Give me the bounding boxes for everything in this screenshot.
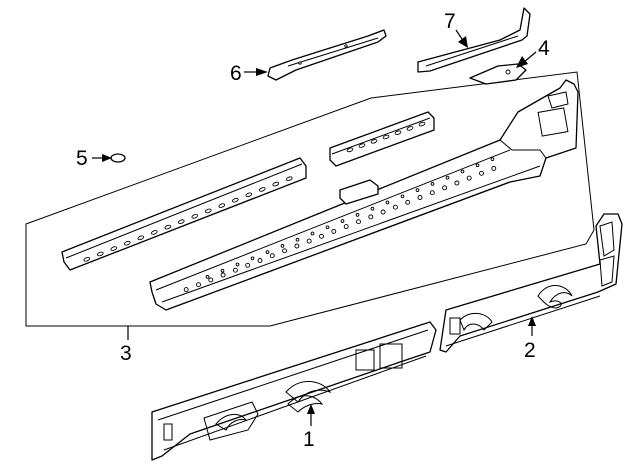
mounting-hole bbox=[294, 243, 300, 249]
mounting-hole bbox=[475, 163, 480, 168]
mounting-hole bbox=[343, 224, 349, 230]
part-7-reinforcement bbox=[417, 7, 531, 73]
assembly-boundary bbox=[25, 71, 595, 327]
mounting-hole bbox=[340, 219, 345, 223]
mounting-hole bbox=[208, 277, 214, 283]
mounting-hole bbox=[295, 237, 300, 242]
mounting-hole bbox=[232, 267, 238, 273]
mounting-hole bbox=[257, 258, 263, 263]
mounting-hole bbox=[418, 121, 426, 127]
mounting-hole bbox=[218, 203, 226, 208]
mounting-hole bbox=[319, 233, 324, 239]
mounting-hole bbox=[479, 170, 484, 176]
mounting-hole bbox=[231, 197, 239, 203]
mounting-hole bbox=[415, 188, 420, 192]
mounting-hole bbox=[430, 182, 435, 186]
upper-reinforcement-bar bbox=[329, 111, 435, 167]
mounting-hole bbox=[358, 143, 366, 148]
mounting-hole bbox=[258, 187, 266, 192]
mounting-hole bbox=[385, 200, 390, 205]
part-1-front-outer-panel bbox=[151, 321, 437, 461]
mounting-hole bbox=[110, 246, 118, 251]
mounting-hole bbox=[466, 175, 472, 181]
mounting-hole bbox=[460, 169, 465, 174]
mounting-hole bbox=[123, 240, 131, 246]
callout-1: 1 bbox=[303, 428, 315, 451]
callout-7: 7 bbox=[444, 10, 456, 33]
part-2-rear-outer-panel bbox=[439, 213, 623, 353]
mounting-hole bbox=[310, 231, 315, 236]
mounting-hole bbox=[400, 194, 405, 199]
mounting-hole bbox=[445, 175, 450, 180]
mounting-hole bbox=[491, 165, 497, 171]
mounting-hole bbox=[346, 147, 354, 153]
mounting-hole bbox=[370, 206, 375, 211]
mounting-hole bbox=[250, 256, 255, 261]
mounting-hole bbox=[370, 139, 378, 144]
mounting-hole bbox=[235, 262, 240, 267]
mounting-hole bbox=[417, 195, 423, 200]
mounting-hole bbox=[392, 204, 398, 210]
mounting-hole bbox=[245, 192, 253, 198]
mounting-hole bbox=[191, 214, 199, 219]
mounting-hole bbox=[454, 180, 460, 186]
mounting-hole bbox=[205, 275, 210, 279]
mounting-hole bbox=[220, 268, 225, 273]
mounting-hole bbox=[355, 213, 360, 217]
mounting-hole bbox=[245, 262, 251, 268]
mounting-hole bbox=[306, 238, 312, 244]
mounting-hole bbox=[405, 199, 411, 205]
mounting-hole bbox=[356, 219, 361, 225]
callout-3: 3 bbox=[120, 342, 132, 365]
callout-4: 4 bbox=[538, 37, 550, 60]
mounting-hole bbox=[331, 228, 337, 234]
callout-leaders bbox=[92, 29, 537, 426]
mounting-hole bbox=[196, 282, 201, 288]
mounting-hole bbox=[406, 126, 414, 131]
mounting-hole bbox=[265, 250, 270, 254]
mounting-hole bbox=[429, 190, 435, 196]
mounting-hole bbox=[269, 253, 275, 259]
front-reinforcement-bar bbox=[61, 157, 307, 271]
mounting-hole bbox=[380, 209, 386, 215]
mounting-hole bbox=[83, 257, 91, 262]
mounting-hole bbox=[220, 272, 226, 278]
mounting-hole bbox=[325, 225, 330, 230]
mounting-hole bbox=[177, 219, 185, 224]
mounting-hole bbox=[490, 157, 495, 161]
part-5-plug bbox=[110, 153, 126, 163]
mounting-hole bbox=[368, 214, 374, 220]
callout-5: 5 bbox=[76, 147, 88, 170]
mounting-hole bbox=[382, 134, 390, 140]
part-6-sill-extension bbox=[267, 29, 387, 81]
mounting-hole bbox=[137, 235, 145, 241]
mounting-hole bbox=[282, 248, 288, 254]
mounting-hole bbox=[272, 181, 280, 187]
mounting-hole bbox=[204, 208, 212, 214]
callout-2: 2 bbox=[524, 339, 536, 362]
part-4-bracket bbox=[469, 63, 527, 85]
part-3-rocker-panel bbox=[149, 79, 579, 311]
mounting-hole bbox=[280, 244, 285, 248]
mounting-hole bbox=[442, 185, 448, 191]
mounting-hole bbox=[150, 230, 158, 235]
mounting-hole bbox=[183, 287, 189, 293]
mounting-hole bbox=[164, 224, 172, 230]
mounting-hole bbox=[285, 176, 293, 181]
callout-6: 6 bbox=[230, 62, 242, 85]
mounting-hole bbox=[96, 251, 104, 257]
mounting-hole bbox=[394, 130, 402, 135]
